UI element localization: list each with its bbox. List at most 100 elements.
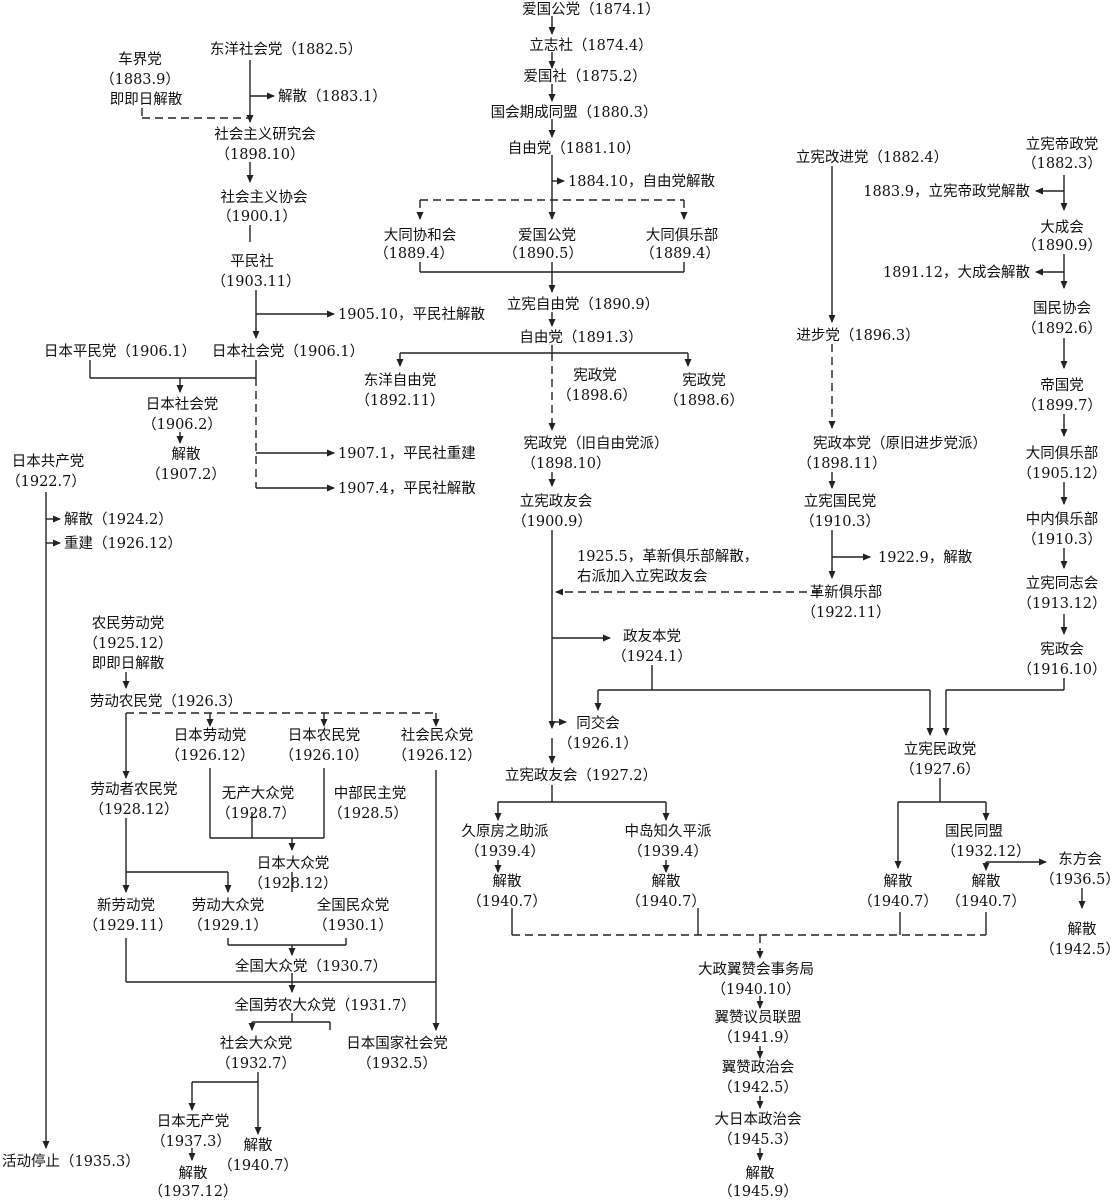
party-date: （1890.9） — [1022, 237, 1102, 254]
party-node: 劳动者农民党 — [91, 781, 178, 798]
party-date: （1916.10） — [1018, 661, 1107, 678]
party-date: （1937.12） — [149, 1183, 238, 1200]
dissolution-node: 解散 — [244, 1137, 273, 1154]
dissolution-note: 解散（1883.1） — [278, 88, 387, 105]
transfer-note: 1925.5，革新俱乐部解散， — [577, 548, 758, 565]
party-date: （1945.9） — [718, 1183, 798, 1200]
party-node: 日本劳动党 — [174, 727, 247, 744]
party-node: 东洋社会党（1882.5） — [210, 41, 362, 58]
dissolution-node: 解散 — [652, 873, 681, 890]
party-date: （1900.1） — [217, 208, 297, 225]
party-node: 车界党 — [118, 51, 162, 68]
party-node: 无产大众党 — [222, 785, 295, 802]
party-node: 东洋自由党 — [364, 372, 437, 389]
dissolution-node: 解散 — [493, 873, 522, 890]
party-date: （1905.12） — [1018, 465, 1107, 482]
party-date: （1925.12） — [84, 635, 173, 652]
party-node: 平民社 — [230, 253, 274, 270]
party-date: （1922.11） — [802, 604, 891, 621]
party-node: 大同俱乐部 — [1026, 445, 1099, 462]
party-date: （1907.2） — [146, 466, 226, 483]
party-node: 爱国公党 — [518, 227, 576, 244]
party-node: 翼赞政治会 — [722, 1059, 795, 1076]
party-node: 同交会 — [576, 714, 620, 732]
party-node: 立宪帝政党 — [1026, 135, 1099, 153]
party-date: （1924.1） — [612, 648, 692, 665]
party-node: 立宪民政党 — [904, 740, 977, 758]
party-date: （1889.4） — [374, 245, 454, 262]
party-node: 大同俱乐部 — [646, 227, 719, 244]
party-date: （1898.10） — [522, 455, 611, 472]
party-node: 帝国党 — [1040, 377, 1084, 394]
dissolution-node: 解散 — [746, 1165, 775, 1182]
party-date: （1882.3） — [1022, 155, 1102, 172]
party-node: 立宪同志会 — [1026, 574, 1099, 592]
party-date: （1940.7） — [858, 893, 938, 910]
party-node: 久原房之助派 — [462, 823, 549, 840]
dissolution-note: 1905.10，平民社解散 — [338, 306, 485, 323]
party-node: 日本平民党（1906.1） — [44, 343, 196, 360]
party-node: 劳动农民党（1926.3） — [90, 693, 242, 710]
party-node: 社会民众党 — [401, 727, 474, 744]
party-date: （1939.4） — [465, 843, 545, 860]
party-node: 中岛知久平派 — [625, 823, 712, 840]
party-date: （1928.5） — [328, 805, 408, 822]
party-node: 中部民主党 — [334, 785, 407, 802]
party-node: 立宪改进党（1882.4） — [796, 148, 948, 166]
dissolution-note: 1922.9，解散 — [878, 549, 973, 566]
party-date: （1940.10） — [712, 981, 801, 998]
party-date: （1903.11） — [212, 273, 301, 290]
party-date: （1942.5） — [718, 1079, 798, 1096]
party-node: 国民协会 — [1033, 300, 1091, 317]
party-node: 日本农民党 — [288, 727, 361, 744]
party-note: 即即日解散 — [92, 655, 165, 672]
party-date: （1883.9） — [100, 71, 180, 88]
party-node: 立宪国民党 — [804, 492, 877, 510]
party-node: 日本大众党 — [257, 855, 330, 872]
party-node: 大成会 — [1040, 219, 1084, 236]
party-node: 革新俱乐部 — [810, 584, 883, 601]
party-date: （1898.6） — [664, 392, 744, 409]
party-date: （1890.5） — [503, 245, 583, 262]
rebuild-note: 重建（1926.12） — [64, 535, 182, 552]
dissolution-node: 解散 — [884, 873, 913, 890]
party-node: 大日本政治会 — [715, 1111, 802, 1128]
party-node: 爱国社（1875.2） — [523, 68, 646, 85]
party-node: 社会主义研究会 — [214, 126, 316, 143]
party-date: （1937.3） — [151, 1133, 231, 1150]
party-node: 立宪政友会（1927.2） — [505, 766, 657, 784]
party-date: （1942.5） — [1040, 941, 1115, 958]
party-date: （1926.1） — [558, 735, 638, 752]
party-date: （1889.4） — [640, 245, 720, 262]
rebuild-note: 1907.1，平民社重建 — [338, 445, 476, 462]
party-note: 即即日解散 — [110, 91, 183, 108]
party-date: （1940.7） — [467, 893, 547, 910]
dissolution-note: 1884.10，自由党解散 — [568, 173, 715, 190]
party-node: 自由党（1891.3） — [519, 329, 642, 346]
party-node: 进步党（1896.3） — [796, 327, 919, 344]
party-node: 宪政党 — [682, 371, 726, 389]
party-node: 日本共产党 — [12, 453, 85, 470]
party-node: 全国民众党 — [317, 896, 390, 914]
party-node: 日本无产党 — [157, 1113, 230, 1130]
party-date: （1910.3） — [1022, 531, 1102, 548]
party-node: 政友本党 — [623, 628, 681, 645]
party-node: 东方会 — [1058, 851, 1102, 868]
dissolution-note: 1907.4，平民社解散 — [338, 480, 476, 497]
party-node: 宪政本党（原旧进步党派） — [813, 434, 987, 452]
party-node: 国会期成同盟（1880.3） — [491, 104, 658, 121]
party-date: （1898.11） — [798, 455, 887, 472]
party-date: （1928.12） — [90, 801, 179, 818]
party-date: （1929.1） — [188, 917, 268, 934]
party-date: （1932.5） — [357, 1055, 437, 1072]
party-date: （1927.6） — [900, 761, 980, 778]
party-date: （1913.12） — [1018, 595, 1107, 612]
party-node: 立志社（1874.4） — [529, 37, 652, 54]
party-date: （1922.7） — [6, 473, 86, 490]
party-node: 宪政会 — [1040, 640, 1084, 658]
dissolution-note: 解散（1924.2） — [64, 511, 173, 528]
party-date: （1940.7） — [218, 1157, 298, 1174]
party-node: 大同协和会 — [384, 227, 457, 244]
